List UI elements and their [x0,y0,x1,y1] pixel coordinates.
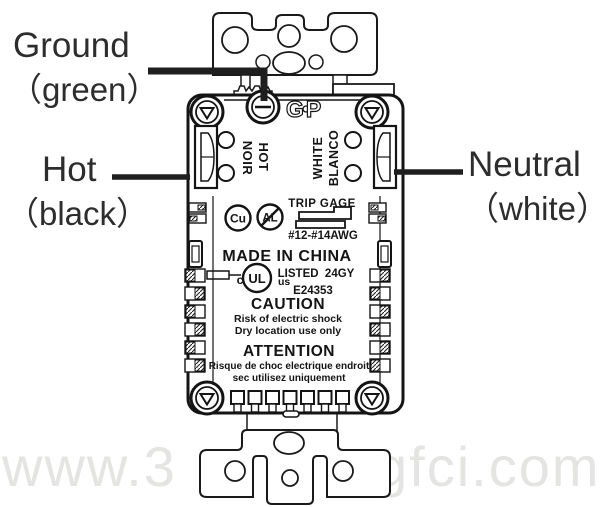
strip-gauge-icon [295,206,352,229]
ul-mark-text: UL [248,271,265,286]
ground-label-name: Ground [13,26,130,65]
bottom-center-tab [282,410,300,418]
corner-screw-top-left [189,94,225,130]
ul-listed-text: LISTED 24GY [278,268,355,280]
device-body: GP HOT NOIR WHITE BLANCO Cu AL [184,89,405,418]
neutral-label-name: Neutral [468,145,581,184]
bottom-strap-outline [199,429,391,505]
hot-label: Hot （black） [6,148,149,236]
ul-certification-mark: UL c us [206,262,290,294]
neutral-wire-hole-bottom [344,164,362,182]
ul-prefix-text: c [237,273,244,287]
ground-label: Ground （green） [9,24,159,112]
strap-hole-small-right [308,54,324,70]
strap-slot-center [272,51,306,75]
caution-line1: Risk of electric shock [234,313,342,325]
watermark-right-text: gfci.com [376,435,601,498]
caution-line2: Dry location use only [235,325,341,337]
neutral-terminal [344,124,398,190]
strap-hole-right [330,25,358,53]
bottom-mounting-strap [199,413,391,505]
bottom-strap-hole-left [224,460,246,482]
ul-suffix-text: us [278,276,290,288]
neutral-terminal-label-es: BLANCO [327,130,341,186]
hot-wire-hole-top [217,131,235,149]
strap-hole-top-center [277,24,301,48]
ground-label-color: （green） [9,71,160,108]
wire-gauge-text: #12-#14AWG [288,230,358,242]
hot-label-name: Hot [42,150,97,189]
ul-pointer-tab [206,270,230,280]
hot-terminal [193,124,235,190]
side-ribs-right [368,196,392,385]
ground-leader-line [148,67,268,101]
corner-screw-bottom-right [354,380,390,416]
watermark-left-text: www.3 [1,435,177,498]
attention-title: ATTENTION [243,343,335,360]
bottom-strap-hole-right [332,460,354,482]
corner-screw-top-right [354,94,390,130]
neutral-label-color: （white） [466,190,605,227]
bottom-strap-hole-center [281,469,299,487]
terminal-slots [230,390,350,418]
strip-gauge-label: TRIP GAGE [288,198,356,210]
top-mounting-strap [212,12,395,98]
ul-file-number: E24353 [293,285,333,297]
caution-block: CAUTION Risk of electric shock Dry locat… [234,296,342,337]
body-top-pin-detail [302,105,310,113]
watermark: www.3 gfci.com [1,435,601,498]
copper-rating-icon: Cu [224,204,252,232]
hot-terminal-label-en: HOT [256,143,271,172]
attention-line1: Risque de choc electrique endroit [209,361,370,372]
corner-screw-bottom-left [189,380,225,416]
ground-terminal-label: GP [286,96,323,122]
caution-title: CAUTION [251,296,325,313]
side-ribs-left [184,196,214,385]
leader-lines [112,67,463,180]
hot-terminal-label-fr: NOIR [240,141,255,176]
strap-hole-left [221,26,249,54]
neutral-label: Neutral （white） [466,143,605,231]
hot-label-color: （black） [6,195,150,232]
hot-wire-hole-bottom [217,164,235,182]
attention-block: ATTENTION Risque de choc electrique endr… [209,343,370,384]
attention-line2: sec utilisez uniquement [233,373,346,384]
neutral-terminal-label-en: WHITE [311,137,325,180]
bottom-strap-slot [273,431,305,455]
origin-text: MADE IN CHINA [222,248,351,265]
copper-symbol-text: Cu [230,212,246,226]
no-aluminum-icon: AL [256,203,284,231]
neutral-wire-hole-top [344,131,362,149]
top-strap-outline [212,12,378,76]
